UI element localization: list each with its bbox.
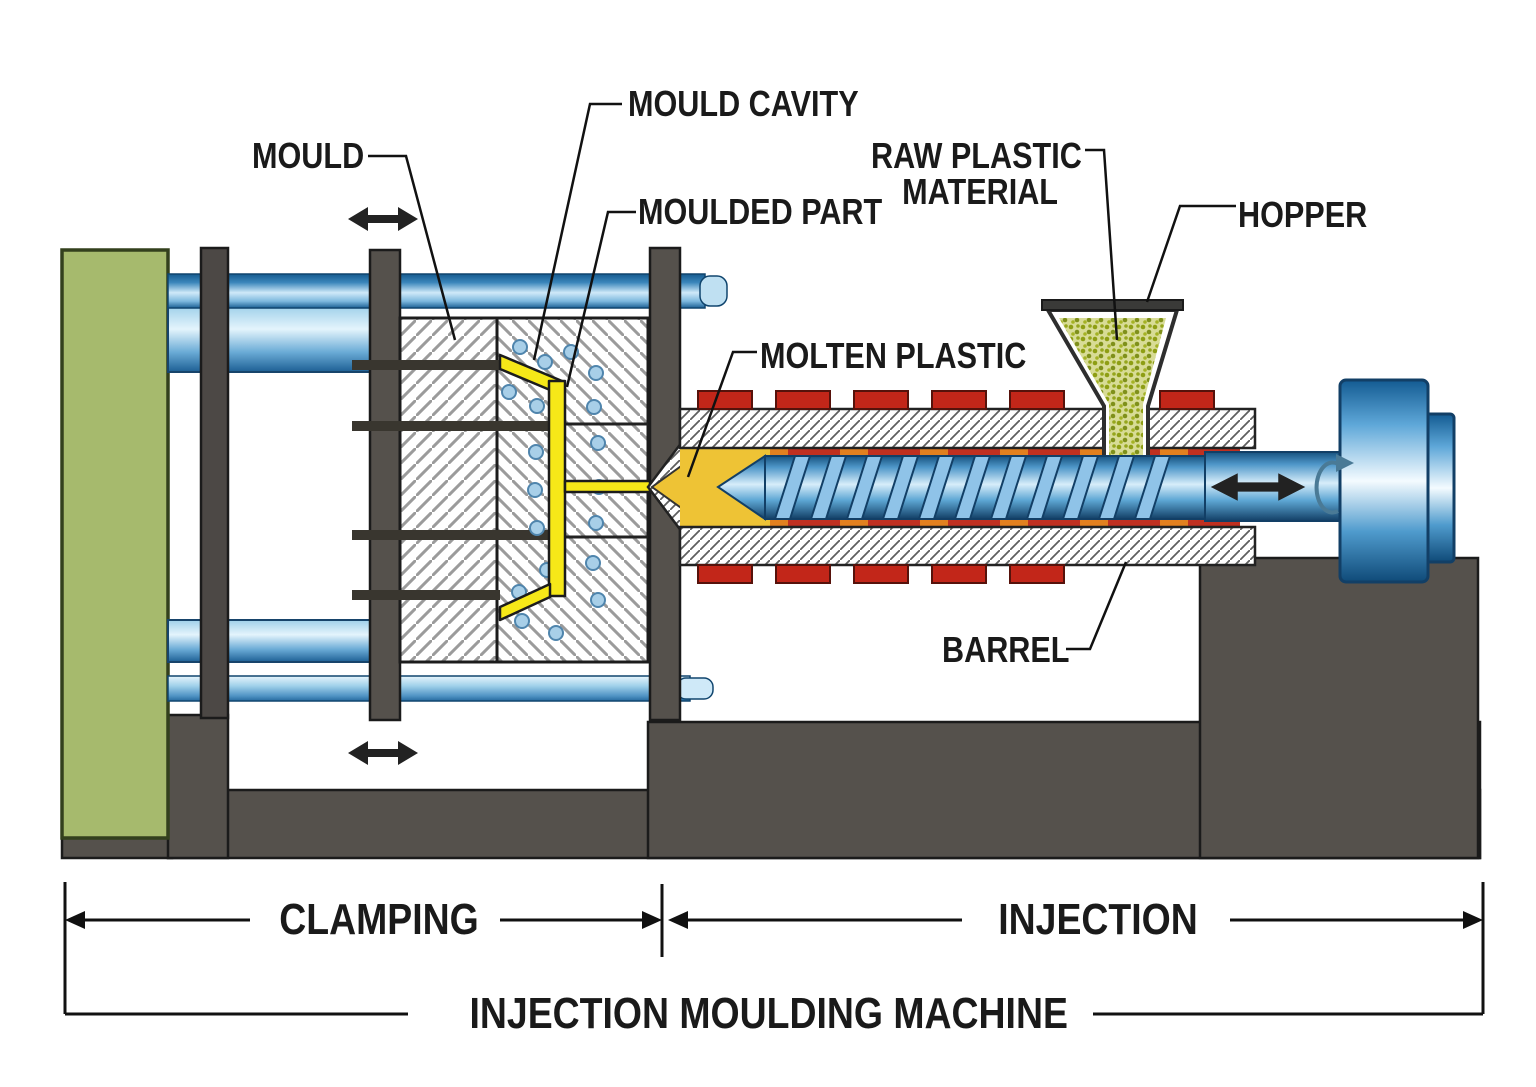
support-column: [199, 246, 230, 720]
label-raw-plastic-line1: RAW PLASTIC: [871, 135, 1082, 176]
hopper-shape: [1041, 299, 1184, 459]
clamp-ram-top: [167, 305, 376, 373]
drive-cylinder: [1338, 378, 1430, 584]
tie-bar-bottom: [167, 675, 691, 702]
label-machine-title: INJECTION MOULDING MACHINE: [469, 989, 1068, 1038]
movable-platen: [368, 248, 402, 722]
barrel-wall-top: [678, 407, 1257, 450]
clamp-ram-bottom: [167, 619, 376, 663]
stationary-plate: [60, 248, 170, 840]
label-clamping-section: CLAMPING: [279, 895, 479, 944]
dimension-lines: [63, 882, 1485, 1016]
barrel-wall-bottom: [678, 525, 1257, 567]
double-arrow-icon: [348, 207, 418, 231]
label-raw-plastic-line2: MATERIAL: [902, 171, 1058, 212]
label-moulded-part: MOULDED PART: [638, 191, 883, 232]
label-barrel: BARREL: [942, 629, 1070, 670]
leader-lines: [368, 102, 1236, 651]
label-hopper: HOPPER: [1238, 194, 1368, 235]
label-mould: MOULD: [252, 135, 365, 176]
label-mould-cavity: MOULD CAVITY: [628, 83, 859, 124]
motion-arrows: [348, 207, 1354, 765]
tie-bar-top: [167, 273, 706, 309]
label-molten-plastic: MOLTEN PLASTIC: [760, 335, 1027, 376]
clamping-unit: [60, 246, 728, 840]
raw-plastic-pellets: [1059, 318, 1166, 456]
ejector-pins: [352, 360, 552, 600]
screw-assembly: [716, 378, 1456, 584]
label-raw-plastic-material: RAW PLASTIC MATERIAL: [871, 135, 1082, 212]
label-injection-section: INJECTION: [998, 895, 1198, 944]
double-arrow-icon: [348, 741, 418, 765]
rotate-arrow-icon: [1314, 454, 1354, 515]
machine-base: [60, 556, 1482, 860]
